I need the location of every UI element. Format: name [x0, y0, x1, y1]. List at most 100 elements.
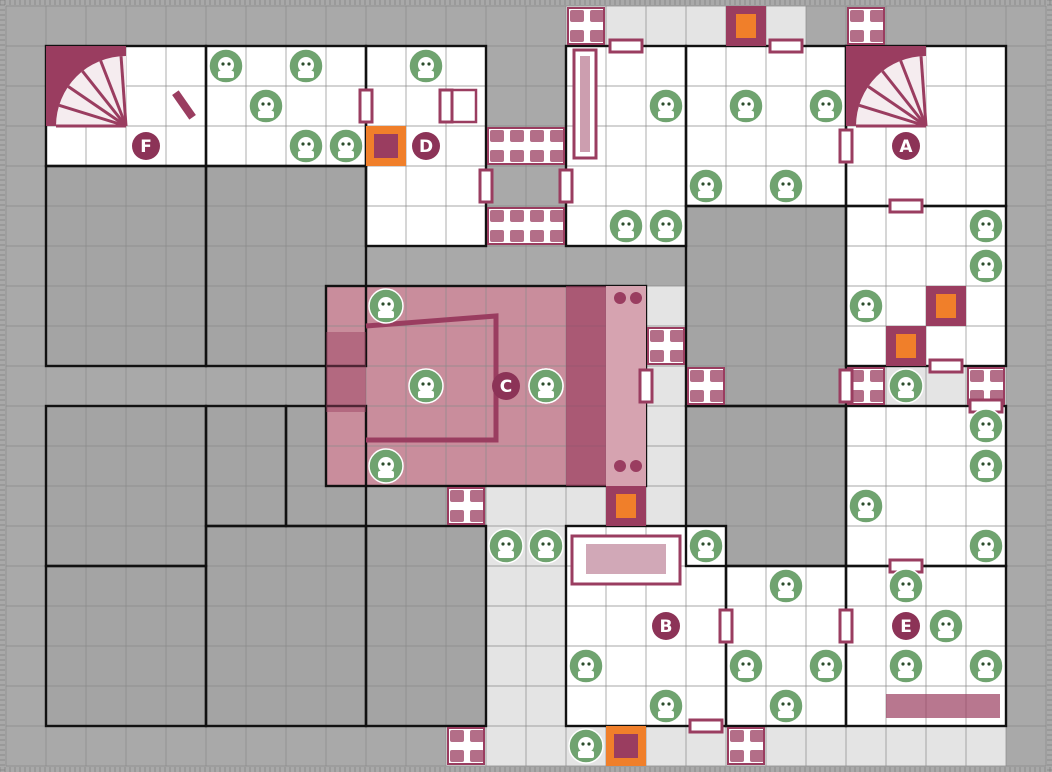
goblin-icon-eye: [781, 702, 785, 706]
orc-token[interactable]: [488, 528, 524, 564]
orc-icon-body: [858, 511, 874, 518]
goblin-token[interactable]: [648, 208, 684, 244]
pit-trap-glow: [736, 14, 756, 38]
goblin-token[interactable]: [288, 48, 324, 84]
orc-icon: [978, 537, 994, 553]
orc-icon-eye: [621, 222, 625, 226]
door-vertical[interactable]: [838, 128, 854, 164]
skull-boss-token[interactable]: [408, 48, 444, 84]
goblin-token[interactable]: [568, 648, 604, 684]
door-horizontal[interactable]: [608, 38, 644, 54]
goblin-icon-body: [778, 191, 794, 198]
goblin-token[interactable]: [928, 608, 964, 644]
goblin-icon-body: [658, 231, 674, 238]
goblin-token[interactable]: [968, 208, 1004, 244]
orc-token[interactable]: [648, 688, 684, 724]
goblin-icon-eye: [587, 662, 591, 666]
skull-boss-icon-body: [418, 71, 434, 78]
orc-icon-eye: [787, 582, 791, 586]
orc-icon-body: [978, 551, 994, 558]
rack-furniture-boards: [586, 544, 666, 574]
orc-token[interactable]: [568, 728, 604, 764]
goblin-token[interactable]: [968, 648, 1004, 684]
door-vertical[interactable]: [358, 88, 374, 124]
door-horizontal[interactable]: [888, 198, 924, 214]
goblin-token[interactable]: [288, 128, 324, 164]
goblin-token[interactable]: [368, 448, 404, 484]
goblin-icon: [978, 417, 994, 433]
door-horizontal[interactable]: [928, 358, 964, 374]
goblin-icon-eye: [667, 222, 671, 226]
rubble-block-brick: [970, 370, 984, 382]
door-vertical[interactable]: [438, 88, 454, 124]
orc-token[interactable]: [728, 648, 764, 684]
orc-icon-eye: [747, 662, 751, 666]
door-horizontal[interactable]: [768, 38, 804, 54]
goblin-icon-eye: [661, 222, 665, 226]
room-wall: [364, 524, 488, 728]
rubble-block-brick: [550, 130, 564, 142]
rubble-block-brick: [490, 230, 504, 242]
orc-icon-body: [578, 751, 594, 758]
room-label-b: B: [660, 617, 673, 637]
goblin-icon-eye: [581, 662, 585, 666]
goblin-icon-eye: [387, 462, 391, 466]
orc-token[interactable]: [888, 368, 924, 404]
orc-token[interactable]: [968, 448, 1004, 484]
goblin-icon-eye: [301, 142, 305, 146]
orc-token[interactable]: [368, 288, 404, 324]
goblin-token[interactable]: [808, 648, 844, 684]
orc-icon: [778, 577, 794, 593]
door-horizontal[interactable]: [688, 718, 724, 734]
orc-icon-eye: [741, 662, 745, 666]
room-label-f: F: [140, 137, 152, 157]
goblin-icon: [658, 217, 674, 233]
rubble-block-brick: [550, 230, 564, 242]
goblin-token[interactable]: [208, 48, 244, 84]
orc-token[interactable]: [608, 208, 644, 244]
orc-token[interactable]: [328, 128, 364, 164]
orc-token[interactable]: [768, 568, 804, 604]
goblin-icon-body: [218, 71, 234, 78]
goblin-token[interactable]: [768, 168, 804, 204]
goblin-token[interactable]: [688, 528, 724, 564]
goblin-icon-eye: [987, 662, 991, 666]
orc-icon: [618, 217, 634, 233]
goblin-token[interactable]: [848, 288, 884, 324]
orc-icon-body: [738, 671, 754, 678]
door-vertical[interactable]: [478, 168, 494, 204]
door-vertical[interactable]: [718, 608, 734, 644]
door-vertical[interactable]: [838, 608, 854, 644]
door-vertical[interactable]: [638, 368, 654, 404]
goblin-icon: [378, 457, 394, 473]
orc-icon-body: [898, 671, 914, 678]
goblin-token[interactable]: [768, 688, 804, 724]
door-vertical[interactable]: [558, 168, 574, 204]
goblin-token[interactable]: [648, 88, 684, 124]
orc-token[interactable]: [888, 648, 924, 684]
orc-icon-eye: [987, 262, 991, 266]
goblin-token[interactable]: [248, 88, 284, 124]
goblin-icon-body: [818, 671, 834, 678]
goblin-token[interactable]: [728, 88, 764, 124]
dungeon-room-unused: [366, 526, 486, 726]
orc-token[interactable]: [808, 88, 844, 124]
rubble-block-brick: [730, 750, 744, 762]
orc-token[interactable]: [528, 528, 564, 564]
orc-token[interactable]: [968, 528, 1004, 564]
chaos-warrior-token[interactable]: [528, 368, 564, 404]
orc-icon-eye: [547, 542, 551, 546]
goblin-token[interactable]: [408, 368, 444, 404]
goblin-token[interactable]: [688, 168, 724, 204]
goblin-token[interactable]: [888, 568, 924, 604]
sorcerer-table: [566, 286, 606, 486]
door-vertical[interactable]: [838, 368, 854, 404]
orc-token[interactable]: [968, 248, 1004, 284]
goblin-token[interactable]: [968, 408, 1004, 444]
orc-icon-eye: [981, 542, 985, 546]
orc-token[interactable]: [848, 488, 884, 524]
rubble-block-brick: [490, 150, 504, 162]
table-furniture-grain: [580, 56, 590, 152]
